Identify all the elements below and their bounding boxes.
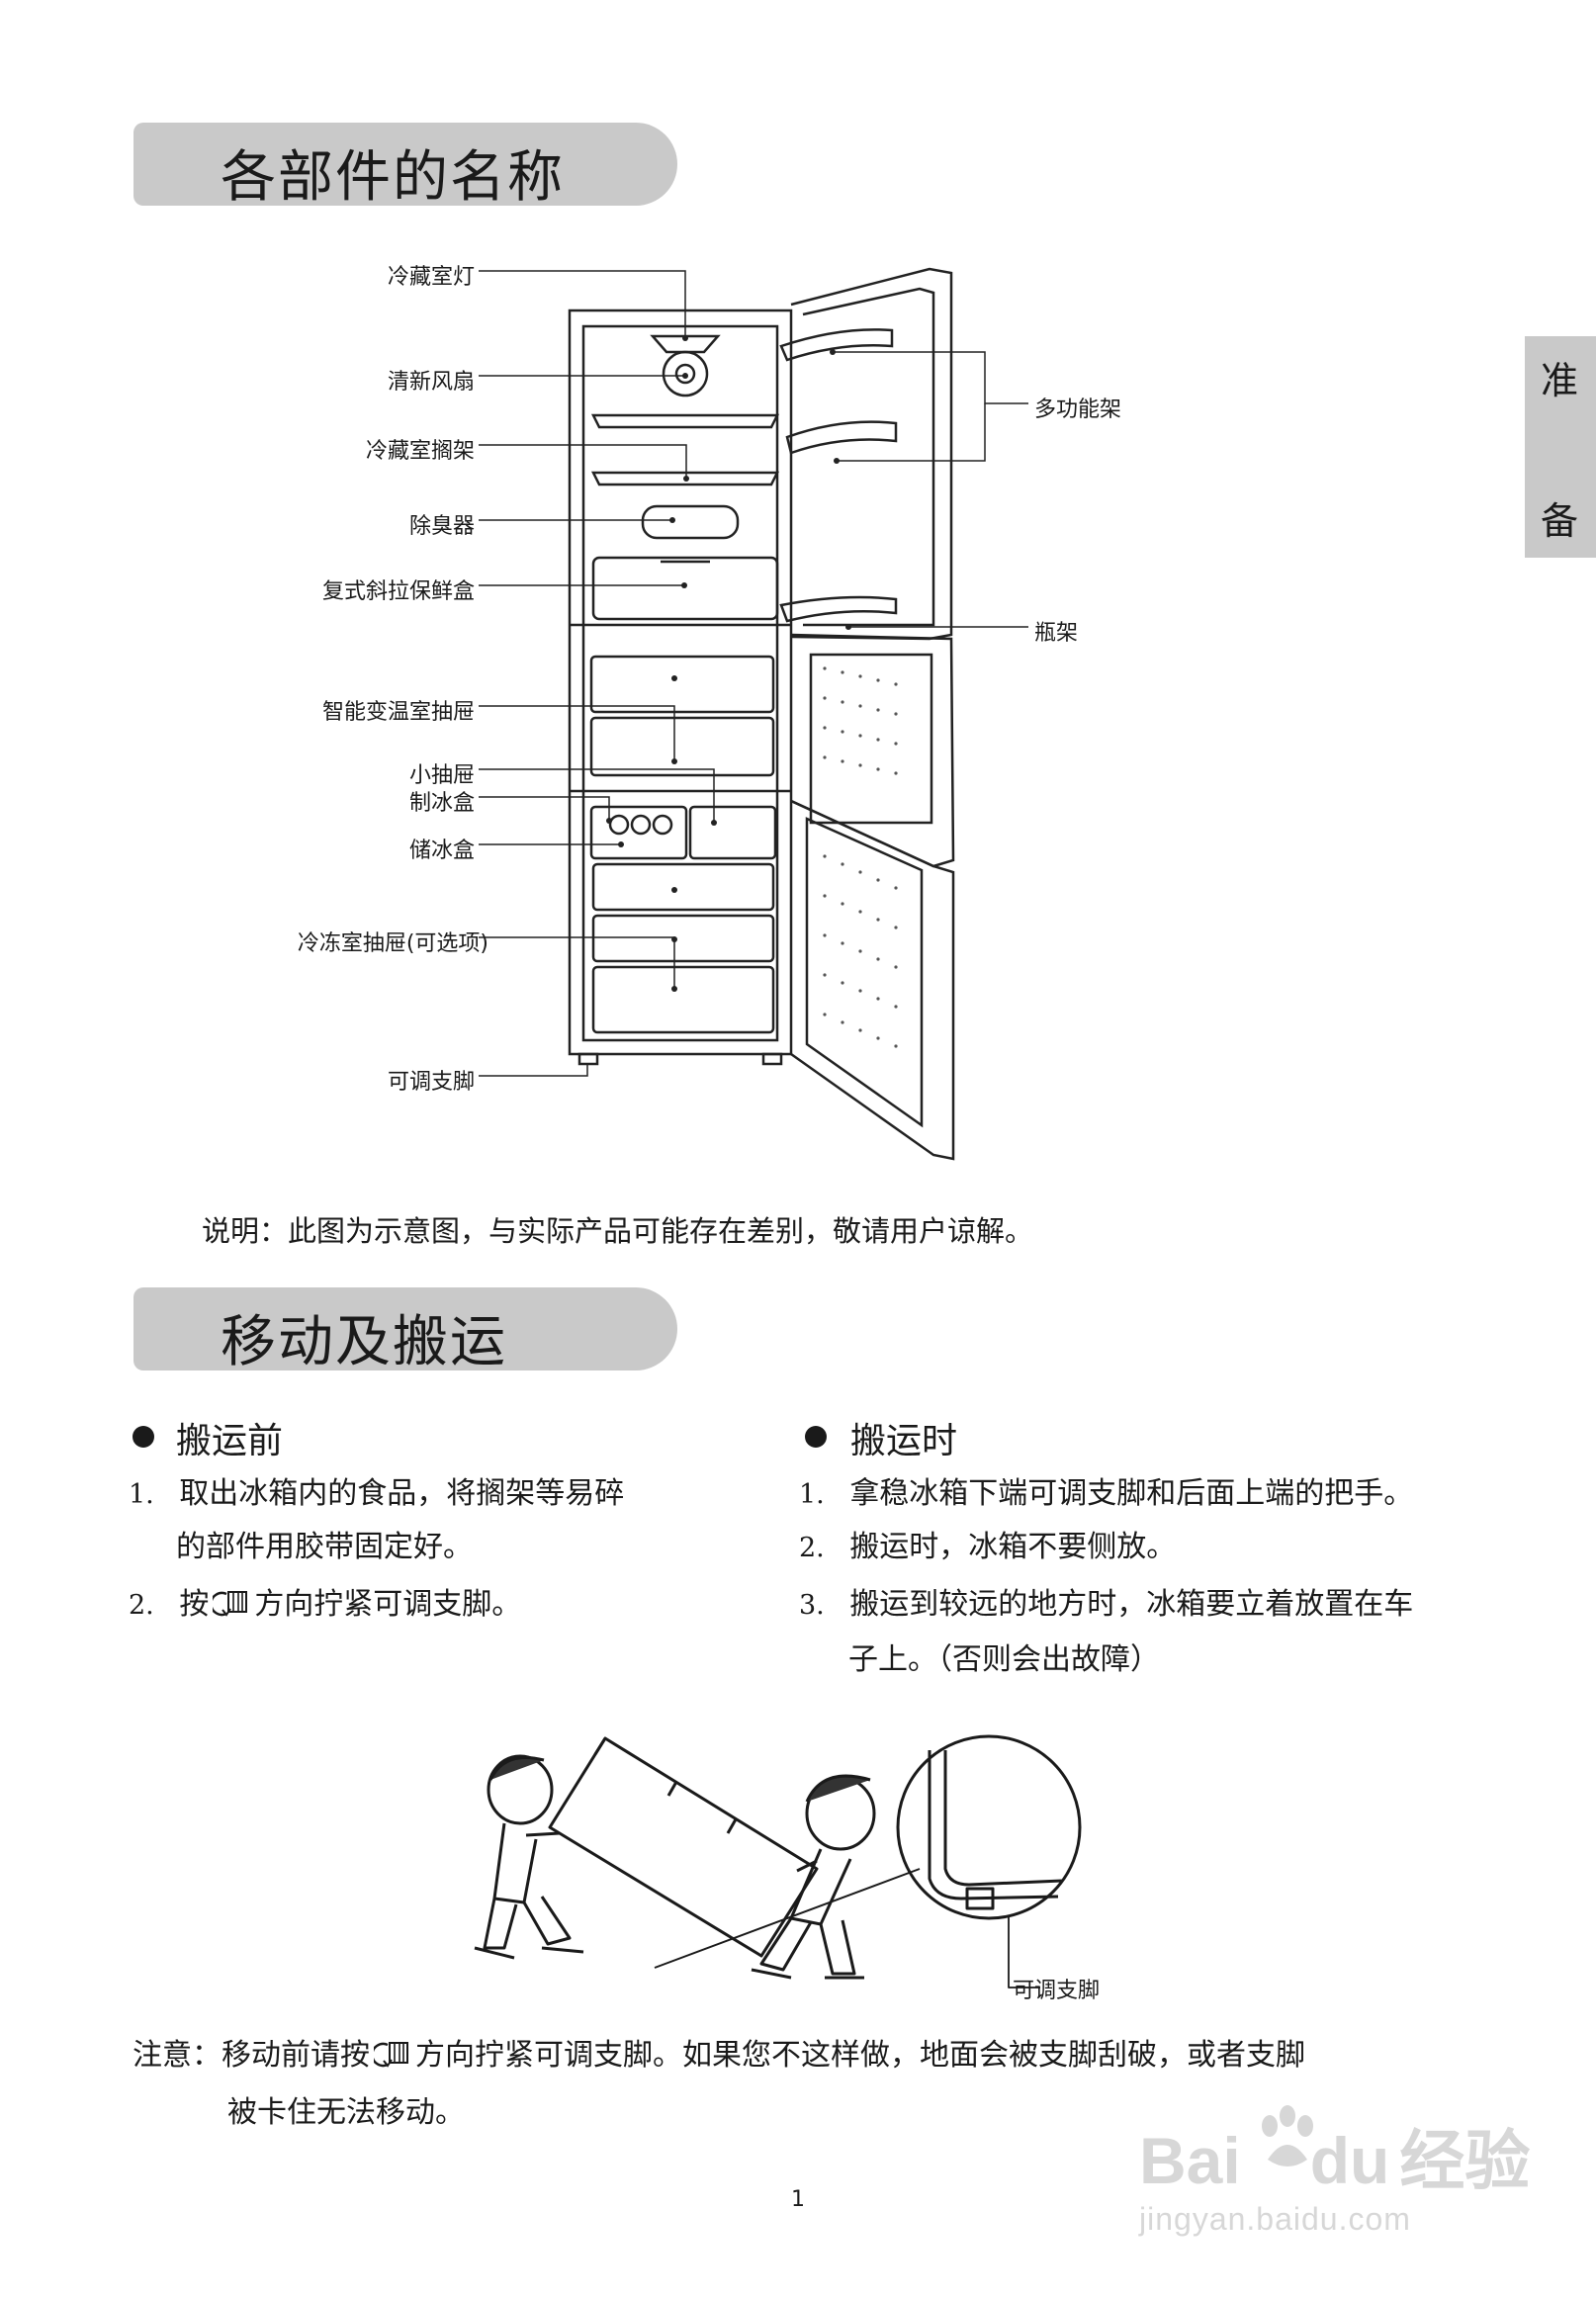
part-label-small-drawer: 小抽屉 bbox=[408, 763, 475, 788]
side-tab-prepare: 准 备 bbox=[1525, 336, 1596, 558]
before-item-1-cont: 的部件用胶带固定好。 bbox=[176, 1530, 473, 1564]
heading-during-moving: 搬运时 bbox=[850, 1421, 958, 1461]
part-label-bottle-rack: 瓶架 bbox=[1034, 621, 1079, 646]
part-label-fan: 清新风扇 bbox=[387, 370, 475, 395]
part-label-deodorizer: 除臭器 bbox=[408, 514, 475, 539]
notice-line-1: 注意：移动前请按方向拧紧可调支脚。如果您不这样做，地面会被支脚刮破，或者支脚 bbox=[133, 2029, 1305, 2086]
refrigerator-parts-diagram bbox=[479, 267, 1028, 1161]
section-banner-parts: 各部件的名称 bbox=[133, 123, 677, 210]
rotate-direction-icon bbox=[210, 1582, 250, 1635]
part-label-ice-tray: 制冰盒 bbox=[408, 791, 475, 816]
section-banner-moving: 移动及搬运 bbox=[133, 1287, 677, 1374]
bullet-during bbox=[805, 1426, 827, 1448]
section-title-parts: 各部件的名称 bbox=[221, 145, 565, 210]
heading-before-moving: 搬运前 bbox=[176, 1421, 284, 1461]
page-number: 1 bbox=[791, 2187, 805, 2212]
part-label-adjustable-foot: 可调支脚 bbox=[387, 1070, 475, 1095]
during-item-1: 1. 拿稳冰箱下端可调支脚和后面上端的把手。 bbox=[799, 1476, 1414, 1511]
bullet-before bbox=[133, 1426, 154, 1448]
diagram-caption: 说明：此图为示意图，与实际产品可能存在差别，敬请用户谅解。 bbox=[202, 1214, 1034, 1248]
during-item-3: 3. 搬运到较远的地方时，冰箱要立着放置在车 bbox=[799, 1587, 1414, 1622]
part-label-freezer-drawer: 冷冻室抽屉(可选项) bbox=[297, 931, 488, 956]
part-label-crisper: 复式斜拉保鲜盒 bbox=[321, 579, 475, 604]
during-item-3-cont: 子上。（否则会出故障） bbox=[848, 1642, 1160, 1677]
moving-illustration bbox=[474, 1734, 1082, 1989]
watermark-url: jingyan.baidu.com bbox=[1139, 2201, 1411, 2237]
illustration-label-foot: 可调支脚 bbox=[1013, 1979, 1101, 2003]
side-tab-char-2: 备 bbox=[1541, 499, 1579, 543]
side-tab-char-1: 准 bbox=[1541, 359, 1579, 402]
rotate-direction-icon-notice bbox=[371, 2033, 411, 2086]
part-label-multi-shelf: 多功能架 bbox=[1034, 398, 1122, 422]
part-label-fridge-light: 冷藏室灯 bbox=[387, 265, 475, 290]
section-title-moving: 移动及搬运 bbox=[221, 1310, 507, 1374]
paw-icon bbox=[1256, 2104, 1319, 2188]
part-label-ice-bin: 储冰盒 bbox=[408, 839, 475, 863]
notice-line-2: 被卡住无法移动。 bbox=[227, 2095, 465, 2130]
before-item-1: 1. 取出冰箱内的食品，将搁架等易碎 bbox=[129, 1476, 625, 1511]
during-item-2: 2. 搬运时，冰箱不要侧放。 bbox=[799, 1530, 1177, 1564]
before-item-2: 2. 按方向拧紧可调支脚。 bbox=[129, 1578, 521, 1635]
part-label-variable-drawer: 智能变温室抽屉 bbox=[321, 700, 475, 725]
part-label-fridge-shelf: 冷藏室搁架 bbox=[365, 439, 475, 464]
